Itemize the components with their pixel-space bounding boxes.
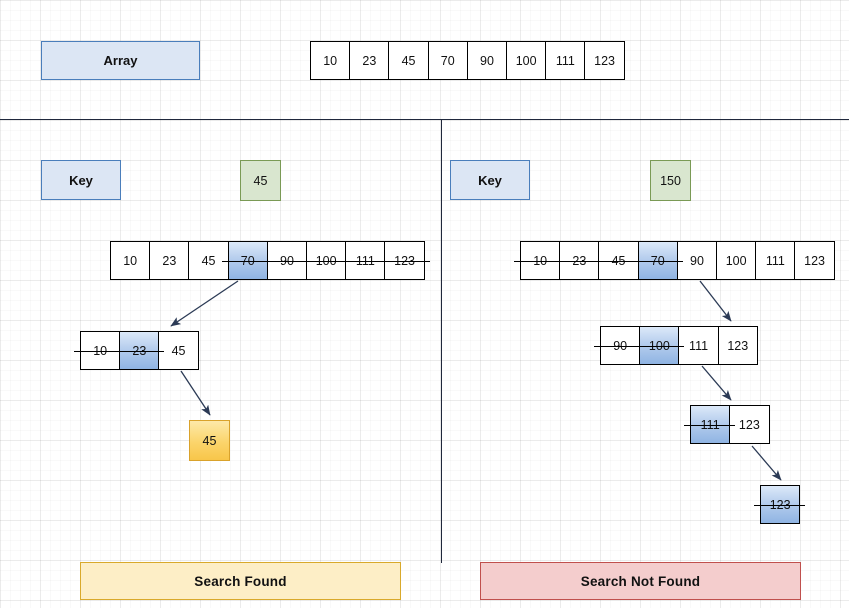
vertical-divider	[441, 119, 442, 563]
left-key-label-box: Key	[41, 160, 121, 200]
arrow-left-1	[170, 280, 239, 327]
top-array-cell: 123	[584, 41, 625, 80]
right-row-2-cell: 123	[717, 326, 758, 365]
search-not-found-banner: Search Not Found	[480, 562, 801, 600]
arrow-right-1	[699, 280, 732, 322]
right-key-value-box: 150	[650, 160, 691, 201]
right-key-label-box: Key	[450, 160, 530, 200]
left-result-box: 45	[189, 420, 230, 461]
top-array-cell: 90	[466, 41, 508, 80]
left-key-value-box: 45	[240, 160, 281, 201]
top-array-cell: 23	[349, 41, 390, 80]
top-array-cell: 100	[506, 41, 547, 80]
left-row-2-cell: 45	[158, 331, 199, 370]
left-row-1-cell: 23	[149, 241, 190, 280]
top-array-cell: 70	[427, 41, 468, 80]
right-row-4: 123	[754, 485, 806, 524]
array-label-box: Array	[41, 41, 200, 80]
right-row-3-cell: 123	[729, 405, 770, 444]
horizontal-divider	[0, 119, 849, 120]
right-row-1-cell: 123	[794, 241, 835, 280]
arrow-left-2	[180, 370, 211, 416]
arrow-right-3	[751, 445, 782, 481]
top-array-cell: 45	[388, 41, 429, 80]
right-row-2-cell: 111	[678, 326, 719, 365]
top-array-cell: 111	[545, 41, 586, 80]
search-found-banner: Search Found	[80, 562, 401, 600]
arrow-right-2	[701, 365, 732, 401]
